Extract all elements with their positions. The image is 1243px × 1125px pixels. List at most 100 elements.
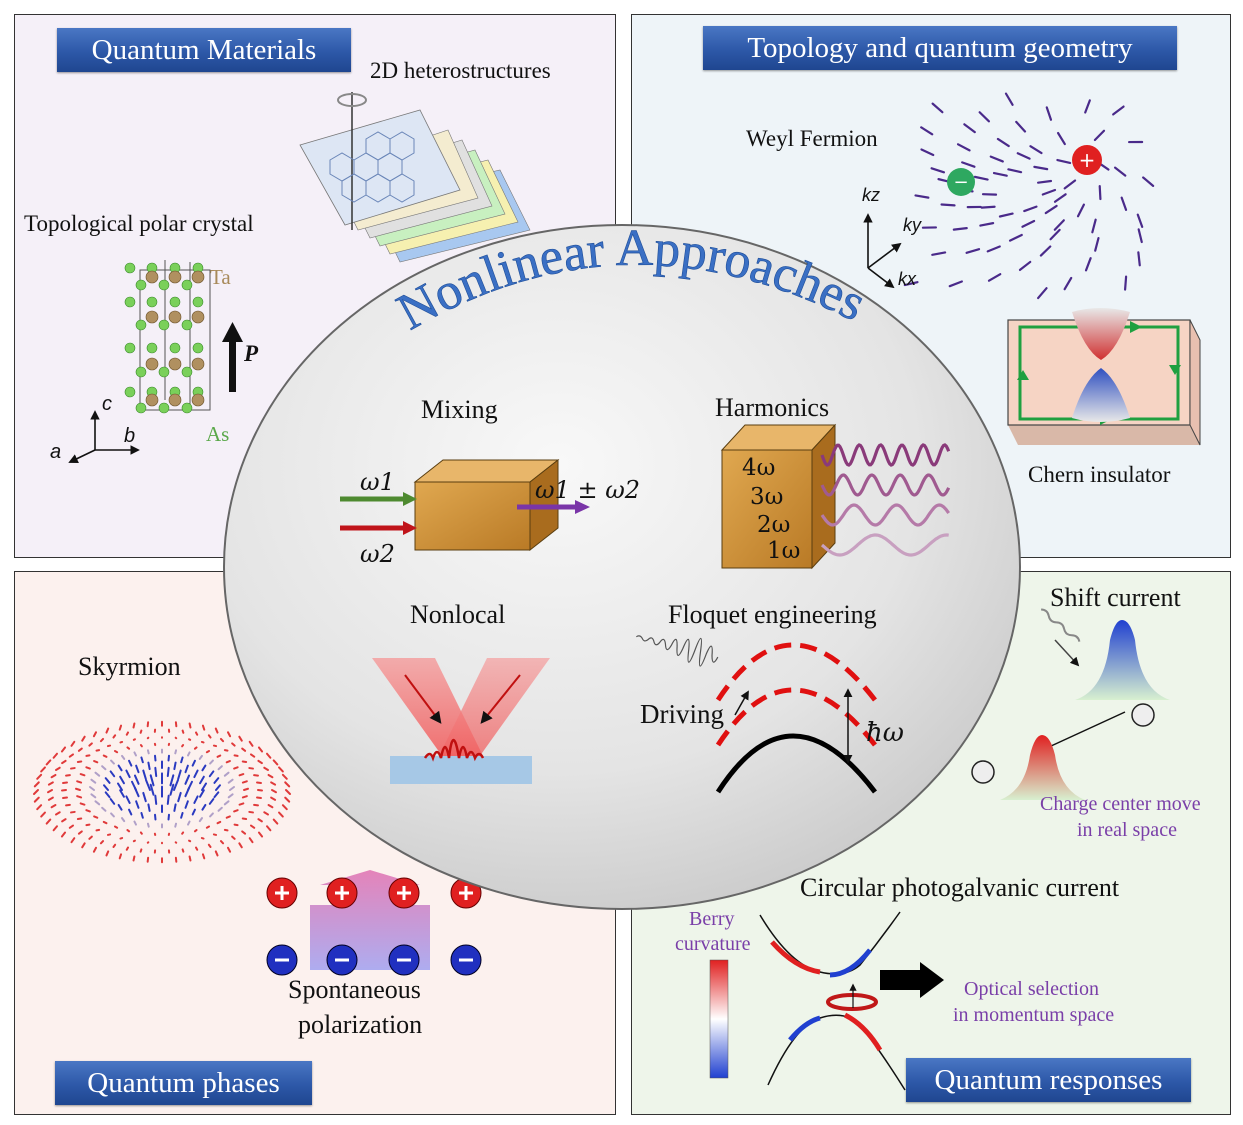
shift-current-label: Shift current [1050,583,1181,612]
polarization-charges [266,877,482,976]
spin-arrow [256,781,262,784]
spin-arrow [187,751,191,757]
spin-arrow [140,812,144,819]
quantum-materials-title: Quantum Materials [57,28,351,72]
spin-arrow [212,744,218,748]
spin-arrow [119,837,124,840]
spin-arrow [181,831,185,835]
hexagon-lattice [329,131,415,203]
spin-arrow [94,771,101,777]
spin-arrow [208,798,215,805]
spin-arrow [173,761,177,771]
spin-arrow [231,835,236,840]
spin-arrow [173,779,179,791]
field-arrow [914,194,930,199]
as-atom [124,296,136,308]
ta-atom [145,393,159,407]
spin-arrow [135,800,140,809]
polarization-label: polarization [298,1010,423,1039]
field-arrow [1021,219,1036,228]
spin-arrow [117,803,123,811]
spin-arrow [149,774,155,787]
spin-arrow [194,846,199,851]
spin-arrow [65,774,71,777]
spin-arrow [257,818,263,823]
spin-arrow [68,753,75,758]
spin-arrow [212,833,218,836]
spin-arrow [76,760,83,763]
spin-arrow [125,731,130,736]
field-arrow [1008,233,1023,242]
field-arrow [1084,257,1092,272]
cpg-graphic [709,911,944,1091]
field-arrow [1039,245,1052,257]
spin-arrow [90,793,97,799]
spin-arrow [209,759,214,765]
field-arrow [1056,131,1066,146]
crystal-axes [68,410,140,464]
field-arrow [992,171,1008,177]
spin-arrow [40,766,46,773]
spin-arrow [132,722,136,729]
field-arrow [948,280,963,288]
spin-arrow [248,810,254,814]
spin-arrow [70,837,76,844]
spin-arrow [169,774,175,787]
ta-atom [168,393,182,407]
field-arrow [1053,219,1065,231]
spin-arrow [188,839,192,843]
spin-arrow [256,796,262,800]
ta-atom [191,270,205,284]
field-arrow [1063,276,1073,291]
spin-arrow [95,828,101,832]
center-ellipse [223,224,1021,910]
spin-arrow [103,784,109,791]
field-arrow [931,102,944,114]
spin-arrow [248,740,254,747]
field-arrow [965,248,981,254]
field-arrow [1113,166,1127,177]
spin-arrow [225,760,231,764]
spin-arrow [45,818,52,825]
spin-arrow [52,825,59,832]
spin-arrow [75,787,81,791]
ky-label: ky [903,215,921,235]
spin-arrow [77,747,83,752]
as-atom [169,296,181,308]
spin-arrow [77,830,83,835]
spin-arrow [92,731,98,738]
as-atom [135,319,147,331]
spin-arrow [177,791,182,803]
as-atom [192,296,204,308]
spin-arrow [133,751,137,757]
spin-arrow [76,817,83,821]
field-arrow [1033,165,1049,171]
spin-arrow [47,789,53,794]
spin-arrow [265,752,272,759]
ta-atom [168,357,182,371]
field-arrow [1123,275,1128,291]
spin-arrow [217,806,223,812]
ta-label: Ta [210,265,231,289]
as-atom [158,319,170,331]
spin-arrow [193,769,199,779]
charge-center-label: Charge center move [1040,793,1201,815]
spin-arrow [81,842,86,849]
spin-arrow [133,820,137,826]
spin-arrow [217,765,223,771]
ta-atom [191,357,205,371]
spin-arrow [65,803,71,807]
spin-arrow [70,810,76,814]
field-arrow [1004,92,1014,106]
field-arrow [1076,203,1085,218]
spin-arrow [281,773,288,780]
spin-arrow [131,780,137,791]
spin-arrow [184,786,191,798]
spin-arrow [248,767,254,770]
spin-arrow [149,783,155,796]
negative-charge [326,944,358,976]
spin-arrow [223,771,230,777]
skyrmion-label: Skyrmion [78,652,181,681]
field-arrow [940,203,956,207]
spin-arrow [36,804,43,811]
